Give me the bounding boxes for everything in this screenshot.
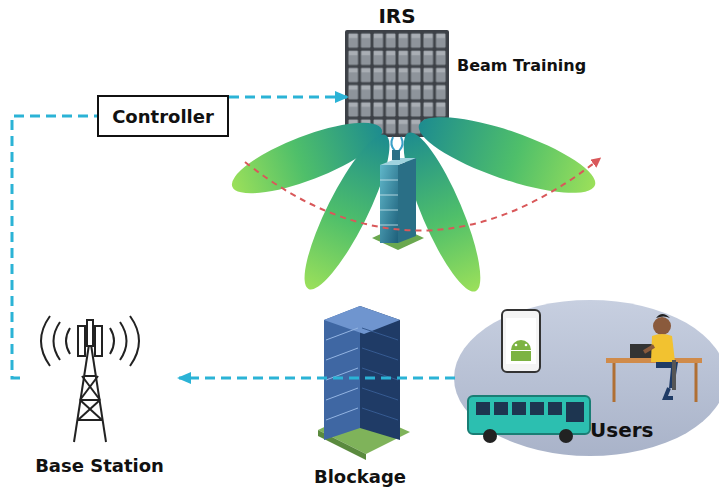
blockage-label: Blockage (314, 466, 406, 487)
dashed-connector (179, 377, 455, 380)
controller-box: Controller (97, 95, 229, 137)
phone-icon (502, 310, 540, 372)
node-text: Base Station (35, 455, 164, 476)
bus-icon (468, 396, 590, 443)
users-node: Users (455, 300, 719, 456)
node-text: Users (590, 418, 653, 442)
base-station-node: Base Station (20, 318, 179, 478)
dashed-connector (229, 96, 347, 99)
beam-training-label: Beam Training (457, 56, 586, 75)
base-station-tower (41, 316, 139, 442)
dashed-connector (12, 116, 97, 378)
irs-node: IRS (347, 4, 447, 135)
users-ellipse (454, 300, 719, 456)
node-text: Controller (112, 106, 214, 127)
blockage-building (318, 306, 410, 460)
tower-building (372, 150, 424, 250)
beams (224, 102, 602, 299)
node-text: IRS (378, 4, 415, 28)
person-at-desk (606, 314, 702, 402)
sweep-arc (245, 160, 598, 231)
